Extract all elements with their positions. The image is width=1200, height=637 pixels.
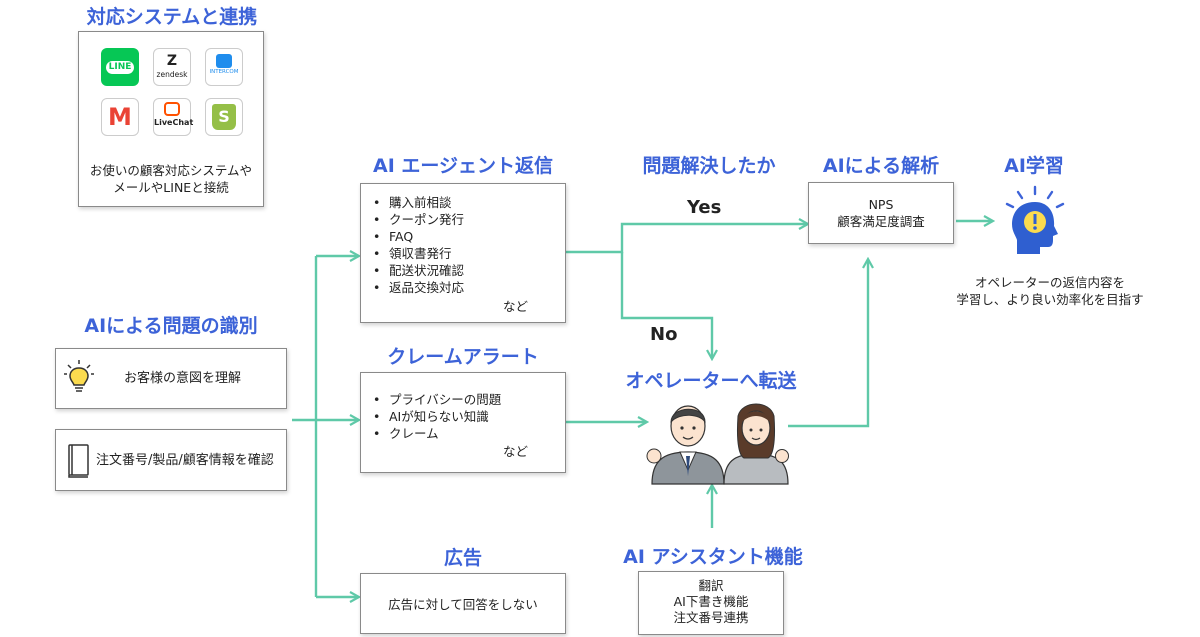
- assistant-lines: 翻訳 AI下書き機能 注文番号連携: [639, 578, 783, 626]
- analysis-line2: 顧客満足度調査: [837, 214, 925, 229]
- agent-reply-title: AI エージェント返信: [372, 155, 553, 177]
- list-item: クレーム: [373, 425, 565, 442]
- agent-reply-box: 購入前相談 クーポン発行 FAQ 領収書発行 配送状況確認 返品交換対応 など: [360, 183, 566, 323]
- shopify-icon-label: S: [218, 107, 230, 126]
- livechat-icon-label: LiveChat: [154, 118, 194, 127]
- ad-title: 広告: [443, 547, 482, 569]
- zendesk-icon: Z zendesk: [153, 48, 191, 86]
- livechat-icon: LiveChat: [153, 98, 194, 136]
- analysis-box: NPS 顧客満足度調査: [808, 182, 954, 244]
- agent-reply-etc: など: [503, 299, 529, 314]
- integration-caption-line1: お使いの顧客対応システムや: [89, 163, 253, 178]
- assistant-box: 翻訳 AI下書き機能 注文番号連携: [638, 571, 784, 635]
- list-item: 配送状況確認: [373, 262, 565, 279]
- gmail-icon: M: [101, 98, 139, 136]
- assistant-line: 注文番号連携: [673, 610, 749, 625]
- learning-text: オペレーターの返信内容を 学習し、より良い効率化を目指す: [930, 274, 1170, 308]
- zendesk-icon-label: zendesk: [156, 70, 188, 79]
- arrow-agent-to-decision: [566, 224, 807, 254]
- learning-title: AI学習: [1004, 155, 1064, 177]
- claim-title: クレームアラート: [387, 346, 539, 368]
- female-operator-icon: [723, 403, 789, 485]
- ai-brain-icon: [1005, 185, 1065, 254]
- line-icon: LINE: [101, 48, 139, 86]
- operators-illustration: [646, 403, 789, 485]
- identify-info-text: 注文番号/製品/顧客情報を確認: [96, 453, 274, 468]
- arrow-no: [620, 252, 712, 358]
- claim-etc: など: [503, 444, 529, 459]
- identify-title: AIによる問題の識別: [84, 315, 258, 337]
- ad-text: 広告に対して回答をしない: [388, 597, 538, 612]
- integration-title: 対応システムと連携: [86, 6, 258, 28]
- learning-line2: 学習し、より良い効率化を目指す: [956, 292, 1144, 307]
- assistant-title: AI アシスタント機能: [623, 546, 803, 568]
- arrow-operator-to-analysis: [788, 260, 868, 428]
- integration-caption-line2: メールやLINEと接続: [113, 180, 229, 195]
- claim-box: プライバシーの問題 AIが知らない知識 クレーム など: [360, 372, 566, 473]
- list-item: 返品交換対応: [373, 279, 565, 296]
- assistant-line: 翻訳: [698, 578, 724, 593]
- line-icon-label: LINE: [105, 61, 135, 74]
- intercom-icon-label: INTERCOM: [209, 69, 239, 75]
- identify-info-box: 注文番号/製品/顧客情報を確認: [55, 429, 287, 491]
- list-item: プライバシーの問題: [373, 391, 565, 408]
- male-operator-icon: [646, 405, 725, 485]
- decision-yes-label: Yes: [687, 197, 722, 218]
- ad-box: 広告に対して回答をしない: [360, 573, 566, 634]
- analysis-text: NPS 顧客満足度調査: [809, 196, 953, 230]
- book-icon: [68, 444, 89, 478]
- list-item: FAQ: [373, 228, 565, 245]
- list-item: クーポン発行: [373, 211, 565, 228]
- operator-title: オペレーターへ転送: [625, 370, 797, 392]
- identify-intent-box: お客様の意図を理解: [55, 348, 287, 409]
- learning-line1: オペレーターの返信内容を: [974, 275, 1125, 290]
- shopify-icon: S: [205, 98, 243, 136]
- decision-title: 問題解決したか: [642, 155, 776, 177]
- integration-caption: お使いの顧客対応システムや メールやLINEと接続: [79, 162, 263, 196]
- identify-intent-text: お客様の意図を理解: [124, 371, 242, 386]
- list-item: 購入前相談: [373, 194, 565, 211]
- intercom-icon: INTERCOM: [205, 48, 243, 86]
- gmail-icon-label: M: [108, 103, 132, 131]
- analysis-title: AIによる解析: [822, 155, 940, 177]
- list-item: AIが知らない知識: [373, 408, 565, 425]
- lightbulb-icon: [64, 360, 94, 392]
- decision-no-label: No: [650, 324, 678, 345]
- claim-list: プライバシーの問題 AIが知らない知識 クレーム: [361, 391, 565, 442]
- list-item: 領収書発行: [373, 245, 565, 262]
- assistant-line: AI下書き機能: [673, 594, 749, 609]
- analysis-line1: NPS: [868, 197, 894, 212]
- integration-box: LINE Z zendesk INTERCOM M LiveChat S お使い…: [78, 31, 264, 207]
- agent-reply-list: 購入前相談 クーポン発行 FAQ 領収書発行 配送状況確認 返品交換対応: [361, 194, 565, 296]
